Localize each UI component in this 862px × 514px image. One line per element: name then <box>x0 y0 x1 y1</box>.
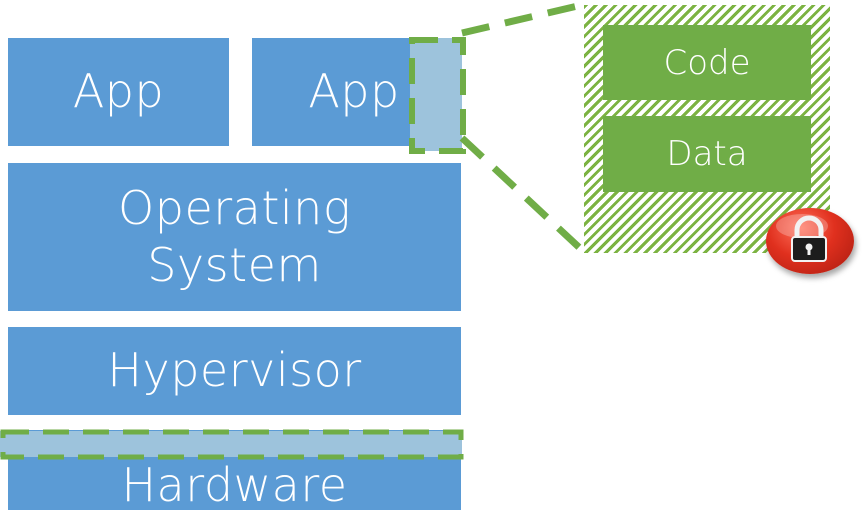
hardware-enclave-outline <box>3 432 461 457</box>
connector-line-top <box>462 5 582 33</box>
app-enclave-outline <box>412 40 463 151</box>
padlock-icon <box>766 208 854 274</box>
connector-line-bottom <box>462 138 584 252</box>
lock-badge <box>766 208 854 274</box>
